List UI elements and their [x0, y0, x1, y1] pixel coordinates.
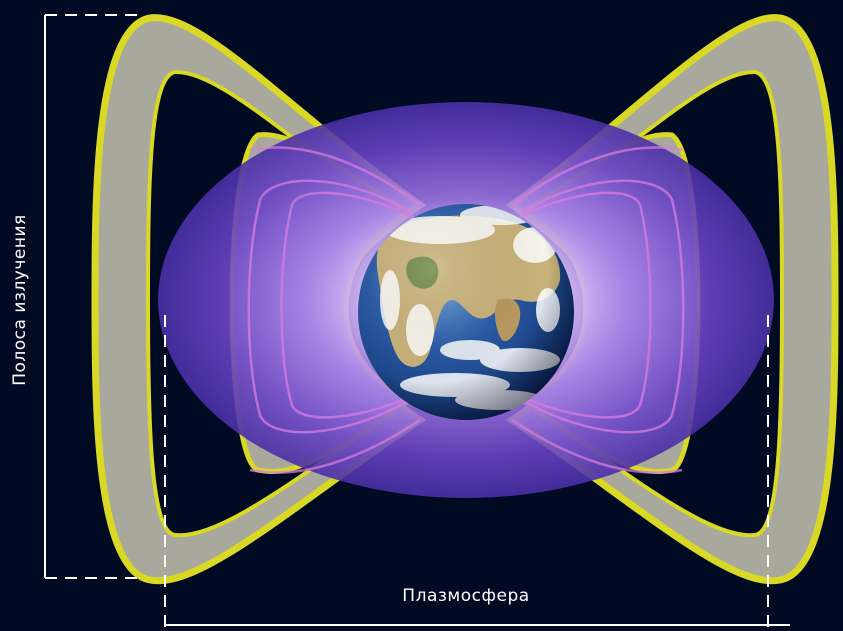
radiation-belt-label: Полоса излучения: [10, 214, 30, 386]
magnetic-field-lines: [247, 146, 685, 474]
plasmasphere-label: Плазмосфера: [402, 586, 530, 606]
earth: [358, 204, 574, 420]
plasmasphere-dimension: [164, 315, 790, 628]
radiation-belt-dimension: [44, 14, 145, 579]
